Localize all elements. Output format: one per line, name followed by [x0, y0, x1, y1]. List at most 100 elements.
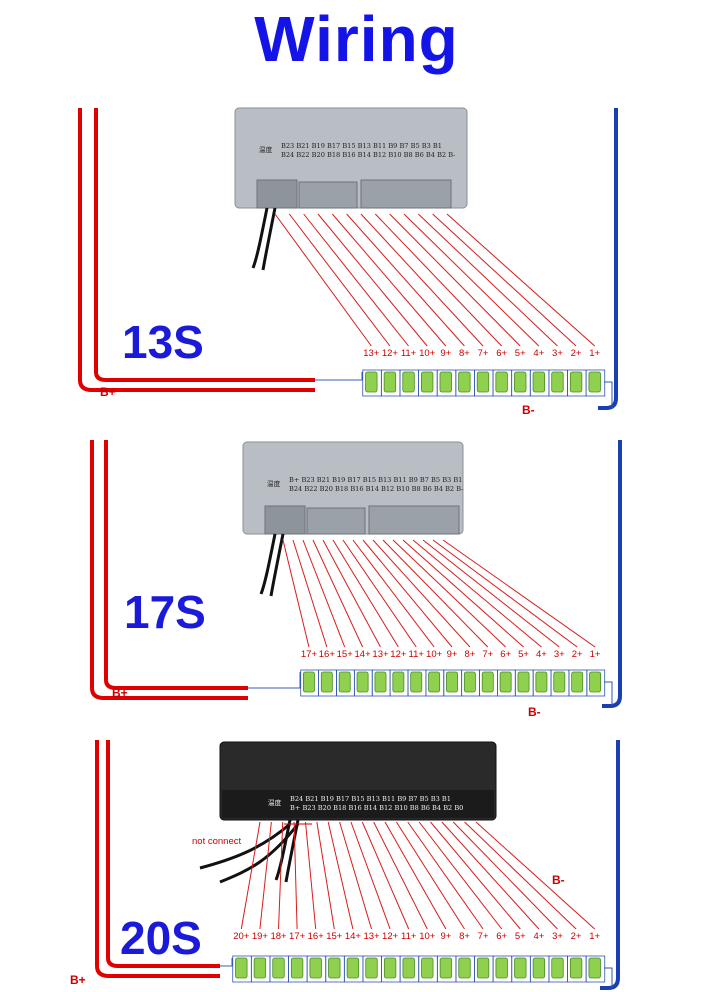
cell-label: 6+ [500, 649, 511, 660]
balance-wire [432, 213, 577, 347]
temp-probe-lead [259, 533, 277, 595]
balance-wire [293, 821, 298, 930]
positive-cable-inner [104, 440, 248, 690]
bms-pin-row-bottom: B24 B22 B20 B18 B16 B14 B12 B10 B8 B6 B4… [289, 485, 463, 493]
cell-label: 7+ [478, 348, 489, 359]
balance-wire [282, 539, 310, 648]
cell-label: 6+ [496, 348, 507, 359]
battery-cell [569, 957, 583, 979]
negative-cable [602, 440, 622, 708]
balance-wire [350, 821, 391, 930]
balance-wire [452, 821, 558, 930]
balance-wire [302, 539, 346, 648]
balance-wire [352, 539, 435, 648]
battery-cell [410, 671, 423, 693]
battery-cell [365, 371, 378, 393]
b-plus-label: B+ [70, 973, 86, 987]
b-minus-label: B- [528, 705, 541, 719]
cell-label: 15+ [326, 931, 343, 942]
cell-label: 11+ [401, 348, 417, 359]
balance-wire [403, 213, 540, 347]
cell-label: 17+ [289, 931, 306, 942]
balance-wire [475, 821, 596, 930]
temp-probe-lead [219, 823, 300, 884]
cell-label: 11+ [401, 931, 417, 942]
battery-cell [499, 671, 512, 693]
bms-temp-label: 温度 [268, 798, 282, 807]
cell-label: 4+ [533, 348, 544, 359]
balance-wire [312, 539, 364, 648]
balance-wire [361, 821, 410, 930]
cell-label: 5+ [518, 649, 529, 660]
battery-cell [439, 957, 453, 979]
cell-label: 15+ [337, 649, 354, 660]
battery-cell [535, 671, 548, 693]
balance-wire [441, 821, 540, 930]
balance-wire [259, 821, 272, 930]
configuration-label: 20S [120, 912, 202, 964]
battery-cell [514, 371, 527, 393]
cell-label: 18+ [270, 931, 287, 942]
balance-wire [274, 213, 372, 347]
cell-label: 1+ [589, 931, 600, 942]
balance-wire [446, 213, 596, 347]
bms-pin-row-bottom: B24 B22 B20 B18 B16 B14 B12 B10 B8 B6 B4… [281, 151, 455, 159]
battery-cell [476, 371, 490, 393]
b-plus-label: B+ [100, 385, 116, 399]
battery-cell [551, 371, 564, 393]
temp-probe-lead [269, 533, 285, 597]
balance-wire [317, 213, 428, 347]
cell-label: 11+ [409, 649, 425, 660]
cell-label: 2+ [571, 348, 582, 359]
battery-cell [428, 671, 441, 693]
battery-cell [235, 957, 248, 979]
battery-cell [571, 671, 584, 693]
battery-cell [495, 957, 508, 979]
not-connect-label: not connect [192, 836, 241, 847]
cell-label: 13+ [372, 649, 389, 660]
bms-temp-connector [264, 505, 306, 535]
balance-wire [342, 539, 417, 648]
cell-label: 20+ [233, 931, 250, 942]
cell-link [585, 369, 606, 397]
balance-wire [389, 213, 521, 347]
battery-cell [588, 957, 601, 979]
b-plus-label: B+ [112, 686, 128, 700]
battery-cell [514, 957, 527, 979]
cell-label: 1+ [590, 649, 601, 660]
balance-wire [442, 539, 596, 648]
balance-wire [292, 539, 328, 648]
battery-cell [420, 371, 434, 393]
battery-cell [569, 371, 583, 393]
cell-label: 12+ [382, 348, 399, 359]
cell-label: 10+ [419, 931, 436, 942]
negative-cable [600, 740, 620, 990]
battery-cell [588, 371, 601, 393]
balance-wire [432, 539, 578, 648]
bms-temp-connector [256, 179, 298, 209]
battery-cell [476, 957, 490, 979]
cell-label: 2+ [571, 931, 582, 942]
battery-cell [302, 671, 315, 693]
balance-wire [402, 539, 524, 648]
battery-cell [446, 671, 458, 693]
battery-cell [320, 671, 333, 693]
bms-connector-left [306, 507, 366, 535]
cell-link [586, 669, 606, 697]
temp-probe-lead [261, 207, 277, 271]
battery-cell [481, 671, 494, 693]
balance-wire [430, 821, 521, 930]
bms-pin-row-top: B24 B21 B19 B17 B15 B13 B11 B9 B7 B5 B3 … [290, 795, 451, 803]
battery-cell [383, 957, 397, 979]
cell-label: 6+ [496, 931, 507, 942]
b-plus-lead [220, 958, 233, 967]
balance-wire [303, 213, 409, 347]
cell-label: 16+ [308, 931, 325, 942]
balance-wire [331, 213, 447, 347]
battery-cell [272, 957, 285, 979]
balance-wire [322, 539, 381, 648]
balance-wire [418, 821, 503, 930]
cell-label: 4+ [533, 931, 544, 942]
